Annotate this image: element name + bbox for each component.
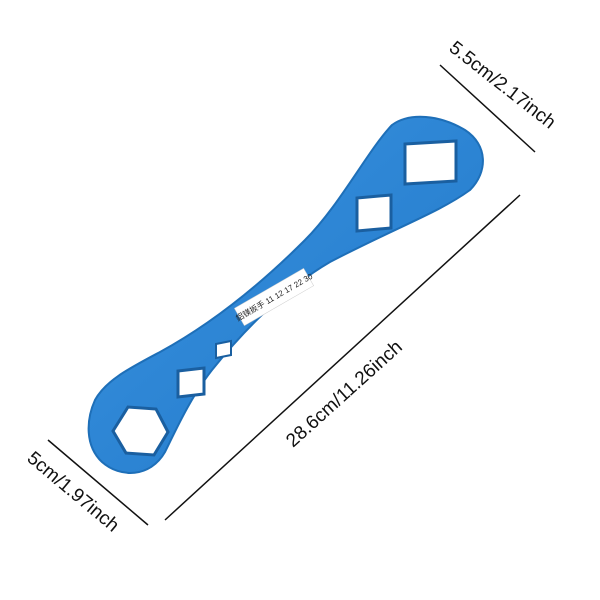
small-square-hole <box>176 366 206 399</box>
medium-square-hole <box>355 193 393 233</box>
tiny-square-hole <box>215 339 232 360</box>
length-label: 28.6cm/11.26inch <box>282 337 406 452</box>
top-dimension-line <box>439 64 536 153</box>
large-square-hole <box>403 139 458 186</box>
hexagon-hole <box>111 405 170 457</box>
bottom-dimension-line <box>47 439 149 526</box>
length-dimension-line <box>164 194 521 521</box>
